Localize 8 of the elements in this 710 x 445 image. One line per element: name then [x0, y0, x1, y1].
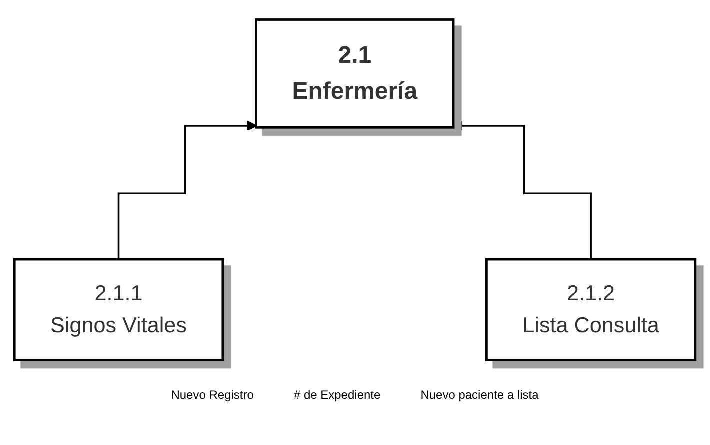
arrow	[452, 120, 592, 260]
node-box: 2.1.1 Signos Vitales	[13, 258, 224, 362]
data-couple-label: Nuevo Registro	[171, 388, 254, 402]
data-couple-label: # de Expediente	[294, 388, 381, 402]
data-couple-label: Nuevo paciente a lista	[420, 388, 539, 402]
node-box: 2.1 Enfermería	[255, 18, 455, 129]
node-box: 2.1.2 Lista Consulta	[486, 258, 697, 362]
arrow	[118, 120, 258, 260]
